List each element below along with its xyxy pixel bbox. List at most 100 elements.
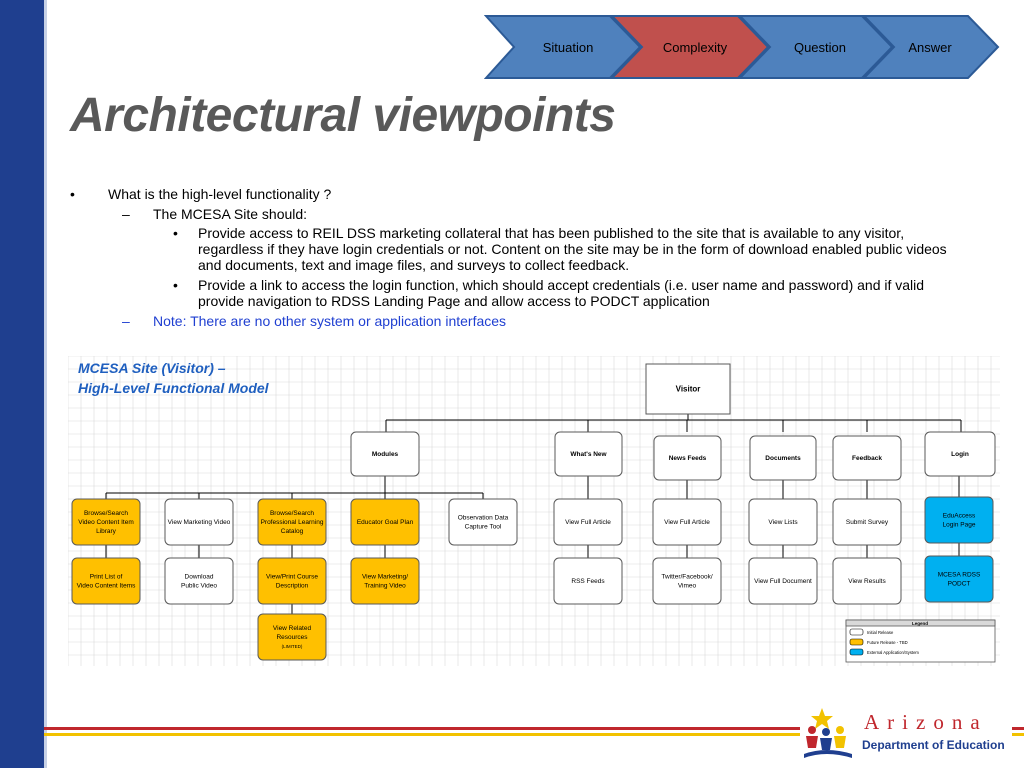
- bullet-note: – Note: There are no other system or app…: [70, 313, 970, 329]
- node-twitter-facebook-vimeo: Twitter/Facebook/Vimeo: [652, 557, 722, 605]
- node-view-related-resources-label: (LIMITED): [282, 644, 303, 649]
- node-educator-goal-plan-box: [350, 498, 420, 546]
- node-observation-tool-label: Observation Data: [458, 515, 509, 522]
- node-view-full-article-1: View Full Article: [553, 498, 623, 546]
- bullet-dot: •: [173, 225, 178, 241]
- node-modules-label: Modules: [372, 451, 399, 458]
- node-view-full-document-box: [748, 557, 818, 605]
- bullet-level2: – The MCESA Site should:: [70, 206, 970, 222]
- chevron-answer[interactable]: Answer: [861, 15, 1000, 79]
- node-view-marketing-video-label: View Marketing Video: [168, 519, 231, 526]
- node-submit-survey-label: Submit Survey: [846, 519, 889, 526]
- node-view-full-article-2-label: View Full Article: [664, 519, 710, 526]
- node-view-full-article-2: View Full Article: [652, 498, 722, 546]
- legend-title: Legend: [912, 621, 928, 626]
- node-documents-label: Documents: [765, 455, 801, 462]
- bullet-dash: –: [122, 313, 130, 329]
- node-documents-box: [749, 435, 817, 481]
- node-print-list-label: Print List of: [90, 574, 123, 581]
- arizona-doe-logo: Arizona Department of Education: [800, 706, 1012, 762]
- node-view-print-course-box: [257, 557, 327, 605]
- node-educator-goal-plan: Educator Goal Plan: [350, 498, 420, 546]
- bullet-login-text: Provide a link to access the login funct…: [198, 277, 925, 309]
- bullet-site-should-text: The MCESA Site should:: [153, 206, 308, 222]
- node-print-list-label: Video Content Items: [77, 583, 137, 590]
- left-accent-bar: [0, 0, 44, 768]
- node-browse-video-library-box: [71, 498, 141, 546]
- node-view-full-article-1-box: [553, 498, 623, 546]
- node-visitor-label: Visitor: [676, 385, 701, 394]
- node-view-marketing-training-label: View Marketing/: [362, 574, 408, 581]
- node-browse-pl-catalog-label: Professional Learning: [261, 519, 324, 526]
- node-news-feeds-label: News Feeds: [669, 455, 707, 462]
- footer-rule-red: [44, 727, 1024, 730]
- node-whats-new-label: What's New: [570, 451, 607, 458]
- chevron-question-label: Question: [794, 40, 846, 55]
- node-rss-feeds: RSS Feeds: [553, 557, 623, 605]
- node-news-feeds: News Feeds: [653, 435, 722, 481]
- chevron-situation-label: Situation: [543, 40, 594, 55]
- node-view-print-course-label: View/Print Course: [266, 574, 318, 581]
- node-mcesa-rdss-podct-label: PODCT: [948, 581, 971, 588]
- legend-external-swatch: [849, 648, 864, 656]
- node-view-marketing-video: View Marketing Video: [164, 498, 234, 546]
- node-news-feeds-box: [653, 435, 722, 481]
- node-rss-feeds-box: [553, 557, 623, 605]
- legend-initial-swatch: [849, 628, 864, 636]
- node-view-full-document: View Full Document: [748, 557, 818, 605]
- node-login-label: Login: [951, 451, 969, 458]
- node-modules-box: [350, 431, 420, 477]
- left-accent-edge: [44, 0, 47, 768]
- node-eduaccess-login-label: EduAccess: [943, 513, 976, 520]
- chevron-complexity[interactable]: Complexity: [609, 15, 770, 79]
- bullet-list: • What is the high-level functionality ?…: [70, 186, 970, 332]
- diagram-caption: MCESA Site (Visitor) – High-Level Functi…: [78, 358, 269, 398]
- slide-title: Architectural viewpoints: [70, 89, 616, 142]
- node-view-related-resources-label: View Related: [273, 625, 312, 632]
- diagram-connectors: [105, 414, 962, 614]
- node-submit-survey-box: [832, 498, 902, 546]
- node-feedback-box: [832, 435, 902, 481]
- node-view-related-resources-label: Resources: [276, 634, 308, 641]
- node-twitter-facebook-vimeo-label: Vimeo: [678, 583, 697, 590]
- node-mcesa-rdss-podct-box: [924, 555, 994, 603]
- bullet-question-text: What is the high-level functionality ?: [108, 186, 332, 202]
- node-twitter-facebook-vimeo-box: [652, 557, 722, 605]
- node-view-marketing-video-box: [164, 498, 234, 546]
- logo-figures-icon: [804, 708, 852, 758]
- node-view-lists-label: View Lists: [768, 519, 798, 526]
- node-observation-tool-box: [448, 498, 518, 546]
- bullet-level1: • What is the high-level functionality ?: [70, 186, 970, 202]
- node-download-public-video-label: Download: [185, 574, 214, 581]
- node-view-lists: View Lists: [748, 498, 818, 546]
- node-view-results: View Results: [832, 557, 902, 605]
- chevron-situation[interactable]: Situation: [484, 15, 642, 79]
- chevron-answer-label: Answer: [908, 40, 952, 55]
- legend-future-label: Future Release - TBD: [867, 640, 908, 645]
- chevron-question[interactable]: Question: [737, 15, 894, 79]
- diagram-caption-line1: MCESA Site (Visitor) –: [78, 360, 226, 376]
- legend-external-label: External Application/System: [867, 650, 919, 655]
- legend-future-swatch: [849, 638, 864, 646]
- node-view-marketing-training: View Marketing/Training Video: [350, 557, 420, 605]
- bullet-note-text: Note: There are no other system or appli…: [153, 313, 507, 329]
- node-view-full-document-label: View Full Document: [754, 578, 812, 585]
- bullet-dot: •: [70, 186, 75, 202]
- diagram-caption-line2: High-Level Functional Model: [78, 380, 269, 396]
- node-print-list-box: [71, 557, 141, 605]
- node-view-full-article-1-label: View Full Article: [565, 519, 611, 526]
- node-browse-pl-catalog-box: [257, 498, 327, 546]
- bullet-access-text: Provide access to REIL DSS marketing col…: [198, 225, 947, 273]
- node-modules: Modules: [350, 431, 420, 477]
- node-view-marketing-training-box: [350, 557, 420, 605]
- footer-rule-yellow: [44, 733, 1024, 736]
- node-login: Login: [924, 431, 996, 477]
- node-browse-video-library-label: Video Content Item: [78, 519, 134, 526]
